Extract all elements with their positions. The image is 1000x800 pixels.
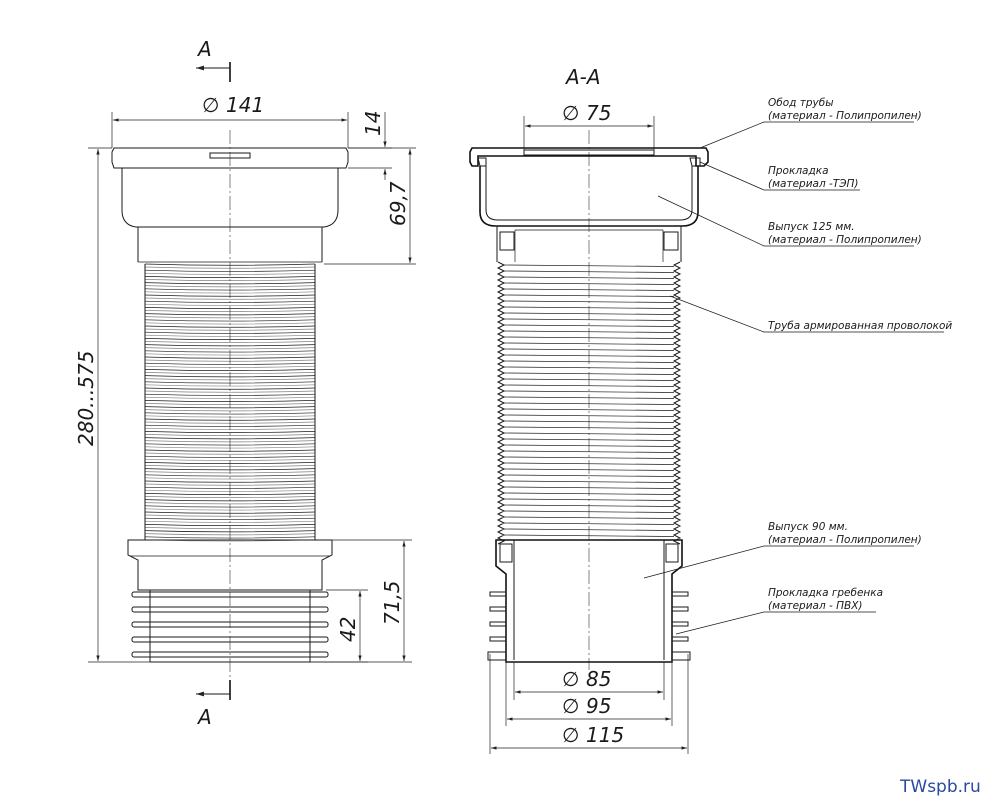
callout-comb-seal-title: Прокладка гребенка: [768, 587, 883, 599]
dim-115: ∅ 115: [489, 654, 689, 754]
dim-95-value: 95: [586, 694, 611, 718]
dim-141-value: 141: [226, 93, 264, 117]
callout-outlet-125-material: (материал - Полипропилен): [768, 234, 922, 246]
callout-outlet-125: Выпуск 125 мм. (материал - Полипропилен): [768, 221, 922, 246]
dim-71-5: 71,5: [310, 539, 412, 663]
side-view: A A: [74, 37, 416, 729]
upper-outlet-section: [479, 166, 699, 262]
dim-75: ∅ 75: [523, 101, 655, 150]
section-letter-bottom: A: [196, 705, 212, 729]
watermark: TWspb.ru: [899, 777, 981, 797]
dim-69-7-value: 69,7: [386, 181, 410, 226]
callout-pipe: Труба армированная проволокой: [768, 320, 952, 332]
callout-comb-seal: Прокладка гребенка (материал - ПВХ): [768, 587, 883, 612]
svg-text:∅: ∅: [562, 667, 579, 691]
callout-outlet-90: Выпуск 90 мм. (материал - Полипропилен): [768, 521, 922, 546]
dim-14-value: 14: [361, 111, 385, 136]
callout-rim-material: (материал - Полипропилен): [768, 110, 922, 122]
svg-text:∅: ∅: [562, 101, 579, 125]
dim-14: 14: [348, 111, 392, 180]
seal-fins: [131, 591, 329, 658]
dim-69-7: 69,7: [324, 147, 416, 265]
dim-42-value: 42: [336, 617, 360, 642]
section-view: A-A: [469, 65, 952, 754]
dim-71-5-value: 71,5: [380, 580, 404, 625]
section-title: A-A: [564, 65, 601, 89]
svg-text:∅: ∅: [562, 694, 579, 718]
callout-gasket-material: (материал -ТЭП): [768, 178, 859, 190]
callout-outlet-90-material: (материал - Полипропилен): [768, 534, 922, 546]
lower-outlet: [127, 539, 333, 663]
corrugated-pipe-section: [496, 261, 682, 545]
dim-85: ∅ 85: [513, 662, 665, 700]
section-letter-top: A: [196, 37, 212, 61]
dim-42: 42: [310, 589, 368, 663]
callout-gasket: Прокладка (материал -ТЭП): [768, 165, 859, 190]
callout-rim-title: Обод трубы: [768, 97, 834, 109]
corrugated-pipe: [144, 263, 316, 542]
callout-rim: Обод трубы (материал - Полипропилен): [768, 97, 922, 122]
callout-comb-seal-material: (материал - ПВХ): [768, 600, 863, 612]
callout-outlet-125-title: Выпуск 125 мм.: [768, 221, 855, 233]
leader-lines: [643, 121, 944, 635]
svg-text:∅: ∅: [562, 723, 579, 747]
seal-fins-section: [487, 590, 691, 662]
rim: [111, 147, 349, 169]
callout-outlet-90-title: Выпуск 90 мм.: [768, 521, 848, 533]
upper-outlet: [121, 168, 339, 263]
dim-141: ∅ 141: [111, 93, 349, 148]
dim-length: 280...575: [74, 147, 150, 663]
callout-pipe-title: Труба армированная проволокой: [768, 320, 952, 332]
dim-95: ∅ 95: [505, 662, 673, 726]
callout-gasket-title: Прокладка: [768, 165, 829, 177]
section-mark-bottom: A: [196, 680, 231, 729]
dim-length-value: 280...575: [74, 351, 98, 446]
svg-text:∅: ∅: [202, 93, 219, 117]
section-mark-top: A: [196, 37, 231, 82]
dim-115-value: 115: [586, 723, 624, 747]
dim-85-value: 85: [586, 667, 611, 691]
dim-75-value: 75: [586, 101, 611, 125]
